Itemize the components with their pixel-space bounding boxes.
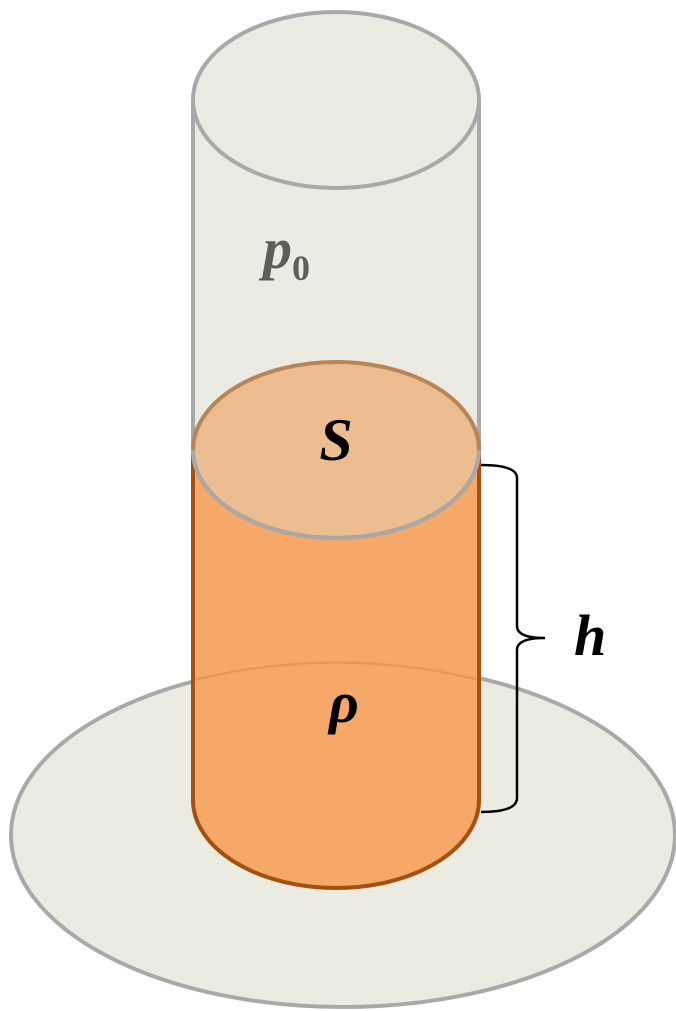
base-plate-edge-behind-liquid (192, 661, 480, 681)
liquid-surface-front-rim (191, 449, 481, 540)
liquid-column-body (193, 450, 479, 888)
pressure-label: p0 (258, 216, 310, 288)
tube-top-opening (191, 10, 481, 190)
height-label: h (574, 603, 606, 668)
density-label: ρ (327, 670, 359, 735)
liquid-column-outline (191, 450, 481, 890)
pressure-subscript: 0 (292, 248, 310, 288)
height-brace (480, 463, 546, 814)
area-label: S (319, 407, 352, 473)
pressure-symbol: p (258, 216, 292, 281)
